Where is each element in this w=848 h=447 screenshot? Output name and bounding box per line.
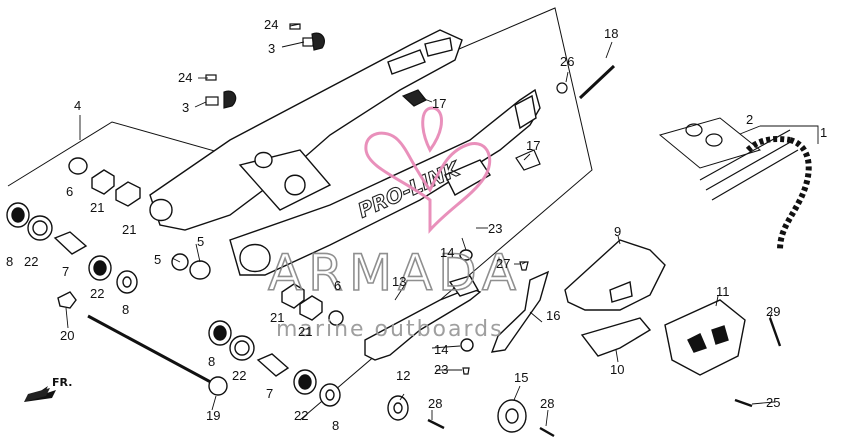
chain-guide-bracket [490, 270, 550, 353]
callout-25: 25 [766, 395, 780, 410]
swingarm [149, 29, 541, 276]
callout-28: 28 [428, 396, 442, 411]
callout-15: 15 [514, 370, 528, 385]
callout-8b: 8 [122, 302, 129, 317]
callout-6: 6 [66, 184, 73, 199]
callout-18: 18 [604, 26, 618, 41]
front-label: FR. [52, 376, 72, 389]
callout-22d: 22 [294, 408, 308, 423]
callout-19: 19 [206, 408, 220, 423]
guide-plate [580, 317, 652, 357]
callout-8d: 8 [332, 418, 339, 433]
callout-4: 4 [74, 98, 81, 113]
callout-24: 24 [264, 17, 278, 32]
callout-29: 29 [766, 304, 780, 319]
callout-23: 23 [488, 221, 502, 236]
callout-1: 1 [820, 125, 827, 140]
callout-3b: 3 [182, 100, 189, 115]
callout-8c: 8 [208, 354, 215, 369]
callout-labels: 1 2 3 3 4 5 5 6 6 7 7 8 8 8 8 9 10 11 12… [6, 17, 827, 433]
callout-14b: 14 [434, 342, 448, 357]
callout-26: 26 [560, 54, 574, 69]
callout-22c: 22 [232, 368, 246, 383]
callout-22b: 22 [90, 286, 104, 301]
callout-27: 27 [496, 256, 510, 271]
front-direction-arrow: FR. [24, 376, 72, 402]
callout-21d: 21 [298, 324, 312, 339]
group-outline-chain [658, 117, 762, 169]
pivot-parts-lower [208, 283, 344, 407]
callout-21: 21 [90, 200, 104, 215]
callout-16: 16 [546, 308, 560, 323]
clip-bolt-upper [205, 23, 325, 109]
callout-22: 22 [24, 254, 38, 269]
rollers [387, 395, 527, 433]
chain-guide-plate [664, 299, 746, 376]
leader-lines [65, 23, 819, 427]
chain-slider [364, 249, 482, 361]
callout-7b: 7 [266, 386, 273, 401]
callout-28b: 28 [540, 396, 554, 411]
callout-2: 2 [746, 112, 753, 127]
callout-17: 17 [432, 96, 446, 111]
callout-20: 20 [60, 328, 74, 343]
callout-9: 9 [614, 224, 621, 239]
pivot-parts-left [6, 157, 228, 396]
callout-13: 13 [392, 274, 406, 289]
callout-12: 12 [396, 368, 410, 383]
watermark-heart [364, 106, 492, 234]
callout-10: 10 [610, 362, 624, 377]
callout-14: 14 [440, 245, 454, 260]
drive-chain [685, 123, 812, 251]
callout-6b: 6 [334, 278, 341, 293]
callout-21b: 21 [122, 222, 136, 237]
callout-11: 11 [716, 284, 730, 299]
callout-21c: 21 [270, 310, 284, 325]
chain-guide [564, 239, 666, 311]
callout-3: 3 [268, 41, 275, 56]
callout-7: 7 [62, 264, 69, 279]
callout-17b: 17 [526, 138, 540, 153]
callout-24b: 24 [178, 70, 192, 85]
callout-23b: 23 [434, 362, 448, 377]
callout-5: 5 [154, 252, 161, 267]
watermark-title: ARMADA [268, 244, 522, 302]
watermark-subtitle: marine outboards [276, 317, 504, 342]
armada-watermark: ARMADA marine outboards [267, 106, 522, 342]
callout-5b: 5 [197, 234, 204, 249]
callout-8: 8 [6, 254, 13, 269]
